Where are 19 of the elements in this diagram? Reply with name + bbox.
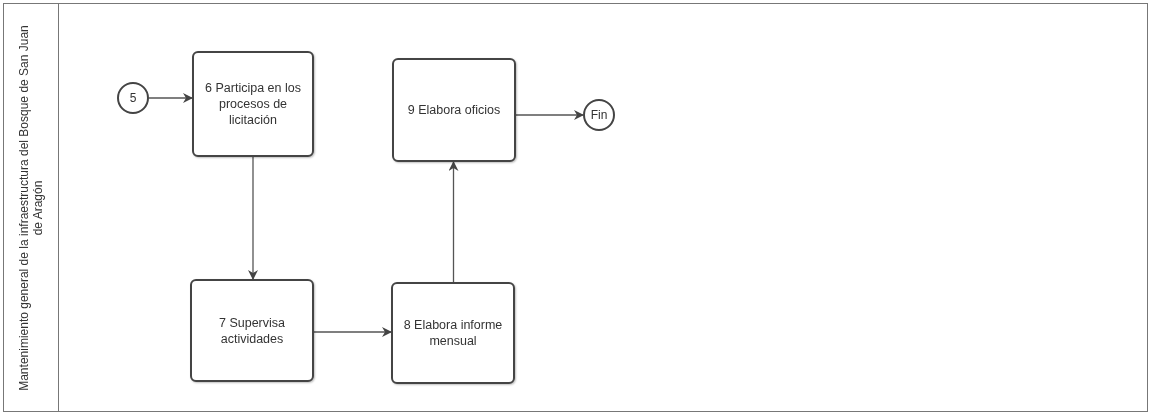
process-box (192, 51, 314, 157)
node-text: Fin (590, 107, 608, 123)
node-text: 5 (129, 90, 137, 106)
swimlane (3, 3, 1148, 412)
process-box (190, 279, 314, 382)
arrow (248, 156, 258, 280)
node-text: 6 Participa en los procesos de licitación (204, 80, 302, 128)
event-circle (117, 82, 149, 114)
arrow (448, 161, 459, 283)
lane-title: Mantenimiento general de la infraestructura del Bosque de San Juan de Aragón (17, 23, 45, 393)
event-circle (583, 99, 615, 131)
arrow (148, 93, 193, 103)
process-box (392, 58, 516, 162)
arrow (313, 327, 392, 337)
node-text: 7 Supervisa actividades (218, 314, 286, 347)
process-box (391, 282, 515, 384)
arrow (515, 110, 584, 120)
node-text: 9 Elabora oficios (406, 102, 502, 118)
node-text: 8 Elabora informe mensual (402, 317, 504, 349)
